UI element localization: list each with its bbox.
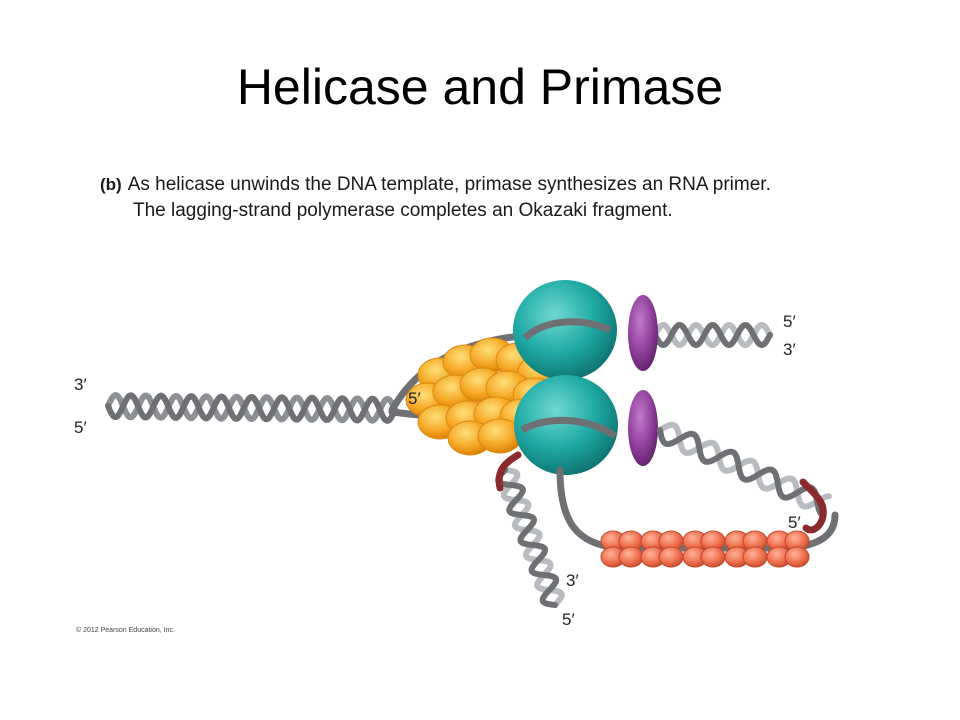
sliding-clamp-bottom: [628, 390, 658, 466]
slide-title: Helicase and Primase: [236, 59, 724, 115]
label-left-top: 3′: [74, 375, 87, 394]
label-left-bottom: 5′: [74, 418, 87, 437]
figure-caption: (b) As helicase unwinds the DNA template,…: [100, 172, 920, 224]
rna-primer-loop: [799, 478, 827, 534]
caption-line-1: As helicase unwinds the DNA template, pr…: [127, 174, 771, 195]
okazaki-fragment-helix: [495, 467, 565, 608]
lagging-polymerase: [514, 375, 618, 475]
label-primer-5: 5′: [408, 389, 421, 408]
label-loop-5: 5′: [788, 513, 801, 532]
label-right-top-3: 3′: [783, 340, 796, 359]
caption-line-2: The lagging-strand polymerase completes …: [133, 200, 673, 221]
leading-polymerase: [513, 280, 617, 380]
label-bottom-5: 5′: [562, 610, 575, 629]
leading-polymerase-channel: [522, 318, 612, 341]
sliding-clamp-top: [628, 295, 658, 371]
copyright-notice: © 2012 Pearson Education, Inc.: [76, 627, 175, 634]
parental-dna-helix: [105, 391, 398, 425]
rna-primer-okazaki: [495, 451, 522, 492]
caption-tag: (b): [100, 175, 122, 194]
label-bottom-3: 3′: [566, 571, 579, 590]
label-right-top-5: 5′: [783, 312, 796, 331]
lagging-loop-helix: [657, 421, 832, 517]
lagging-polymerase-channel: [520, 416, 618, 439]
leading-daughter-helix: [652, 322, 773, 348]
ssb-proteins: [600, 530, 810, 568]
